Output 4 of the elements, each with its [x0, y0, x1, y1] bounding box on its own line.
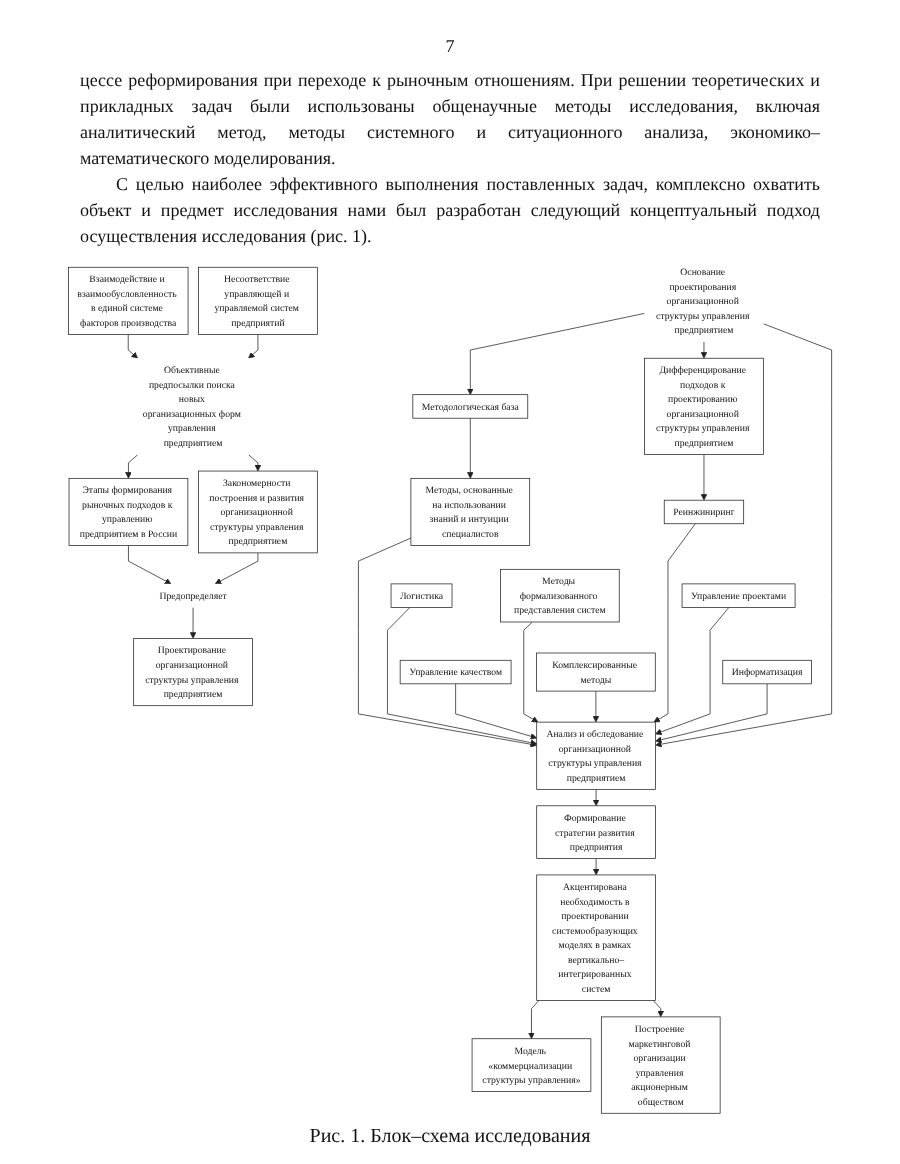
paragraph: цессе реформирования при переходе к рыночным отношениям. При решении теоретических и прикладных задач были использованы общенаучные методы исследования, включая аналитический метод, методы системного и ситуационного анализа, экономико–математического моделирования. — [80, 68, 820, 173]
figure-caption: Рис. 1. Блок–схема исследования — [307, 1124, 593, 1152]
paragraph: С целью наиболее эффективного выполнения поставленных задач, комплексно охватить объект и предмет исследования нами был разработан следующий концептуальный подход осуществления исследования (рис. 1). — [80, 172, 820, 251]
page-number: 7 — [443, 34, 457, 60]
